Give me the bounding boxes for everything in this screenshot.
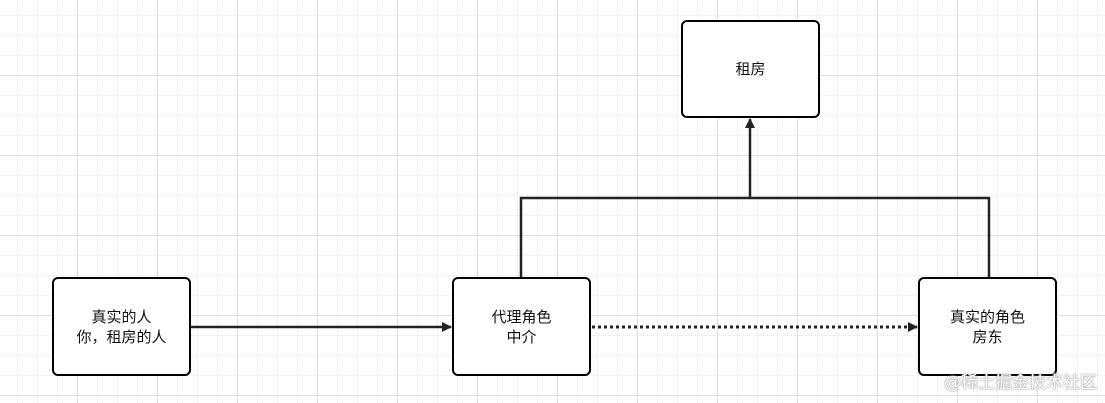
edge-proxy-to-rent-branch [519,196,991,277]
node-proxy-line-1: 代理角色 [491,307,552,326]
node-real-person-line-1: 真实的人 [91,307,152,326]
node-real-person[interactable]: 真实的人 你，租房的人 [52,277,191,376]
watermark: @稀土掘金技术社区 [944,373,1097,393]
node-rent-line-1: 租房 [735,60,766,78]
node-rent[interactable]: 租房 [681,20,820,118]
node-landlord[interactable]: 真实的角色 房东 [918,277,1057,376]
node-real-person-line-2: 你，租房的人 [76,327,167,346]
node-landlord-line-1: 真实的角色 [949,307,1025,326]
node-proxy-line-2: 中介 [506,327,537,346]
node-proxy[interactable]: 代理角色 中介 [452,277,591,376]
node-landlord-line-2: 房东 [972,327,1003,346]
